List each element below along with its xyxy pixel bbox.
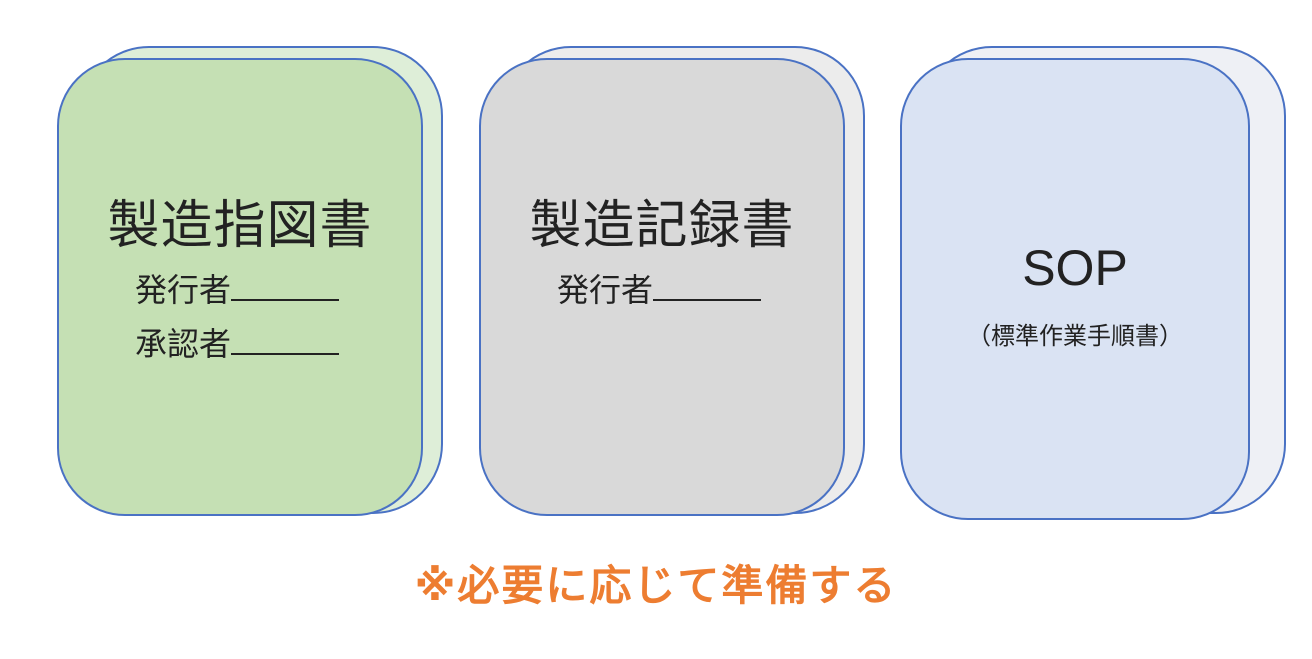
document-front-page: 製造指図書 発行者 承認者	[57, 58, 423, 516]
signature-blank	[653, 271, 762, 301]
manufacturing-instruction-document: 製造指図書 発行者 承認者	[57, 46, 447, 526]
issuer-line: 発行者	[557, 270, 762, 310]
issuer-line: 発行者	[135, 270, 340, 310]
document-title: 製造記録書	[529, 196, 795, 256]
issuer-label: 発行者	[557, 271, 654, 309]
issuer-label: 発行者	[135, 271, 232, 309]
document-title: 製造指図書	[107, 196, 373, 256]
signature-blank	[231, 271, 340, 301]
manufacturing-record-document: 製造記録書 発行者	[479, 46, 869, 526]
document-subtitle: （標準作業手順書）	[967, 322, 1183, 350]
signature-blank	[231, 325, 340, 355]
preparation-note: ※必要に応じて準備する	[414, 561, 898, 610]
approver-label: 承認者	[135, 325, 232, 363]
approver-line: 承認者	[135, 324, 340, 364]
sop-document: SOP （標準作業手順書）	[900, 46, 1290, 526]
document-front-page: 製造記録書 発行者	[479, 58, 845, 516]
document-title: SOP	[1022, 240, 1128, 296]
document-front-page: SOP （標準作業手順書）	[900, 58, 1250, 520]
